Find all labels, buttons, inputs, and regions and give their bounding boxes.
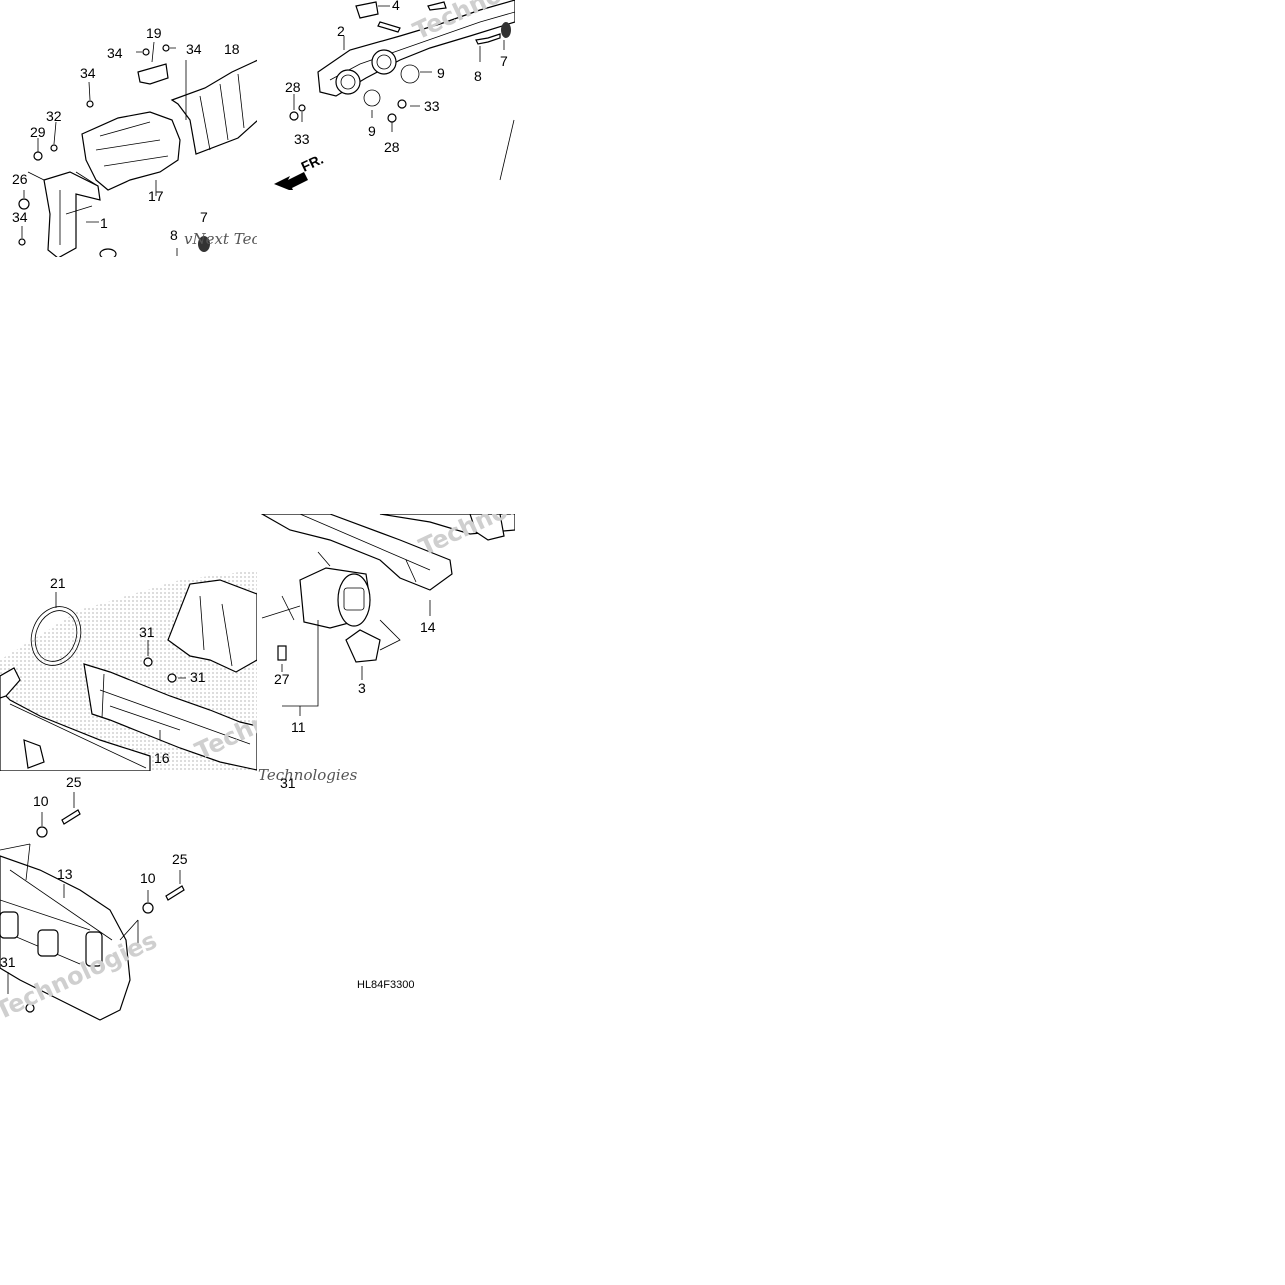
callout-3: 3 bbox=[358, 680, 366, 696]
callout-14: 14 bbox=[420, 619, 436, 635]
callout-29: 29 bbox=[30, 124, 46, 140]
tile-middle-right: 14 3 27 11 Technologies bbox=[260, 462, 585, 735]
callout-10: 10 bbox=[33, 793, 49, 809]
heat-shield-14 bbox=[260, 514, 453, 591]
callout-9: 9 bbox=[437, 65, 445, 81]
heat-shield-17 bbox=[81, 111, 181, 191]
callout-25: 25 bbox=[172, 851, 188, 867]
bolt-32-icon bbox=[50, 144, 58, 152]
gasket-9-icon bbox=[400, 64, 420, 84]
bracket-19 bbox=[137, 63, 169, 85]
bracket-1 bbox=[43, 171, 101, 257]
callout-10: 10 bbox=[140, 870, 156, 886]
callout-17: 17 bbox=[148, 188, 164, 204]
nut-28-icon bbox=[289, 111, 299, 121]
heat-shield-18 bbox=[170, 59, 257, 155]
watermark-text: Technologies bbox=[258, 766, 358, 784]
diagram-code: HL84F3300 bbox=[357, 979, 415, 991]
bolt-25-icon bbox=[165, 885, 185, 901]
callout-2: 2 bbox=[337, 23, 345, 39]
watermark-text: Technologies bbox=[415, 462, 585, 561]
bolt-34-icon bbox=[142, 48, 150, 56]
callout-31: 31 bbox=[280, 775, 296, 791]
callout-34: 34 bbox=[80, 65, 96, 81]
callout-13: 13 bbox=[57, 866, 73, 882]
bolt-25-icon bbox=[61, 809, 81, 825]
callout-11: 11 bbox=[291, 719, 306, 735]
spring-7-icon bbox=[501, 22, 511, 38]
tile-bottom-left: 25 10 25 13 10 31 Technologies bbox=[0, 774, 188, 1025]
gasket-9-icon bbox=[363, 89, 381, 107]
tile-top-left: 19 34 34 18 34 32 29 26 17 34 1 7 8 vNex… bbox=[12, 25, 333, 257]
callout-19: 19 bbox=[146, 25, 162, 41]
tile-middle-left: 21 31 31 16 Technologies bbox=[0, 570, 257, 771]
callout-8: 8 bbox=[474, 68, 482, 84]
clamp-21-icon bbox=[30, 606, 82, 666]
callout-16: 16 bbox=[154, 750, 170, 766]
heat-shield-13 bbox=[0, 855, 131, 1021]
washer-31-icon bbox=[143, 657, 153, 667]
exhaust-pipe-2 bbox=[317, 0, 515, 97]
callout-27: 27 bbox=[274, 671, 290, 687]
callout-28: 28 bbox=[384, 139, 400, 155]
tile-overflow: Technologies 31 bbox=[258, 766, 358, 791]
nut-33-icon bbox=[298, 104, 306, 112]
watermark-text: vNext Technologies bbox=[184, 230, 333, 248]
callout-28: 28 bbox=[285, 79, 301, 95]
callout-34: 34 bbox=[107, 45, 123, 61]
callout-31: 31 bbox=[0, 954, 16, 970]
washer-31-icon bbox=[167, 673, 177, 683]
tile-top-right: FR. 4 2 9 8 7 28 33 9 33 28 Technologies bbox=[274, 0, 515, 190]
muffler-11 bbox=[261, 551, 371, 629]
flange-icon bbox=[335, 69, 361, 95]
nut-29-icon bbox=[33, 151, 43, 161]
callout-1: 1 bbox=[100, 215, 108, 231]
callout-4: 4 bbox=[392, 0, 400, 13]
nut-10-icon bbox=[36, 826, 48, 838]
callout-25: 25 bbox=[66, 774, 82, 790]
flange-icon bbox=[371, 49, 397, 75]
callout-26: 26 bbox=[12, 171, 28, 187]
bolt-34-icon bbox=[162, 44, 170, 52]
callout-9: 9 bbox=[368, 123, 376, 139]
clip-27-icon bbox=[277, 645, 287, 661]
callout-33: 33 bbox=[294, 131, 310, 147]
callout-31: 31 bbox=[139, 624, 155, 640]
callout-7: 7 bbox=[500, 53, 508, 69]
front-direction-arrow: FR. bbox=[274, 151, 326, 190]
callout-33: 33 bbox=[424, 98, 440, 114]
bolt-34-icon bbox=[86, 100, 94, 108]
rubber-mount-4-icon bbox=[355, 1, 379, 19]
nut-26-icon bbox=[18, 198, 30, 210]
nut-28-icon bbox=[387, 113, 397, 123]
callout-31: 31 bbox=[190, 669, 206, 685]
callout-21: 21 bbox=[50, 575, 66, 591]
nut-33-icon bbox=[397, 99, 407, 109]
bolt-8-icon bbox=[475, 33, 501, 45]
spring-7-icon bbox=[198, 236, 210, 252]
bolt-34-icon bbox=[18, 238, 26, 246]
callout-34: 34 bbox=[12, 209, 28, 225]
nut-10-icon bbox=[142, 902, 154, 914]
callout-32: 32 bbox=[46, 108, 62, 124]
callout-7: 7 bbox=[200, 209, 208, 225]
callout-18: 18 bbox=[224, 41, 240, 57]
callout-8: 8 bbox=[170, 227, 178, 243]
svg-text:FR.: FR. bbox=[299, 151, 326, 175]
heat-shield-16 bbox=[83, 663, 257, 771]
callout-34: 34 bbox=[186, 41, 202, 57]
